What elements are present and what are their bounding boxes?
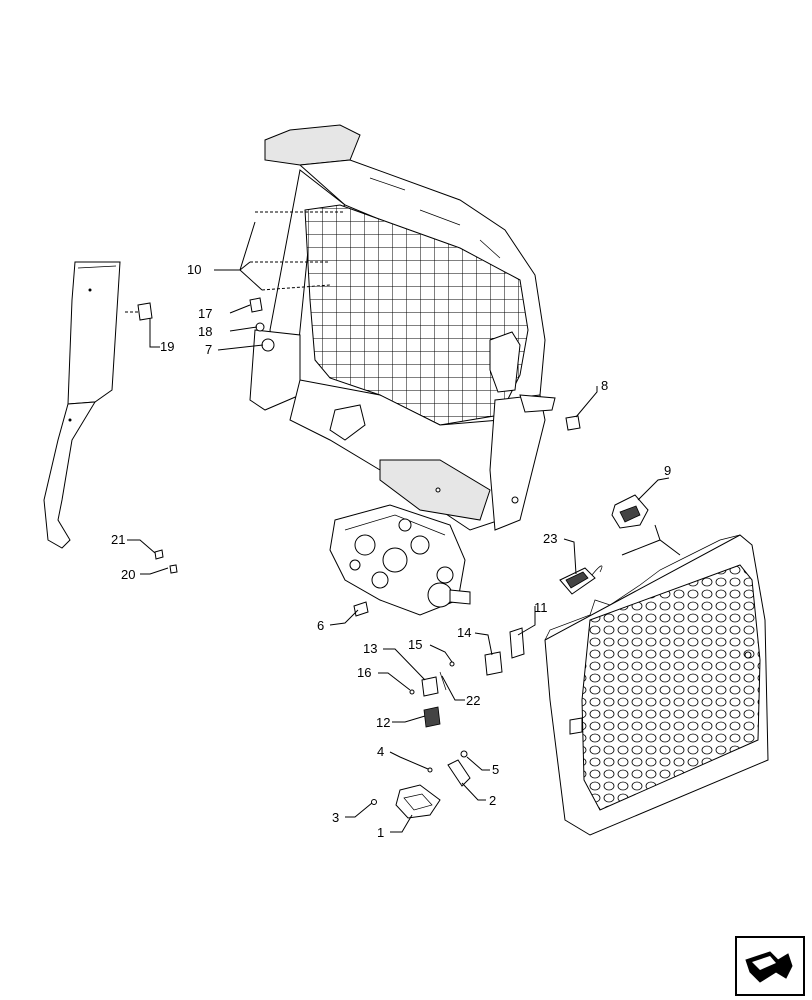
callout-4: 4 [377,744,384,759]
callout-23: 23 [543,531,557,546]
callout-9: 9 [664,463,671,478]
callout-16: 16 [357,665,371,680]
callout-5: 5 [492,762,499,777]
callout-10: 10 [187,262,201,277]
callout-11: 11 [534,600,548,615]
callout-22: 22 [466,693,480,708]
callout-13: 13 [363,641,377,656]
callout-14: 14 [457,625,471,640]
left-side-panel [43,261,121,549]
callout-12: 12 [376,715,390,730]
leader-lines [127,211,681,833]
small-fittings [125,297,581,819]
next-page-arrow-icon[interactable] [735,936,805,996]
callout-7: 7 [205,342,212,357]
callout-21: 21 [111,532,125,547]
callout-1: 1 [377,825,384,840]
callout-2: 2 [489,793,496,808]
callout-8: 8 [601,378,608,393]
hydraulic-pump-assembly [329,504,471,616]
cab-frame-assembly [249,124,556,531]
callout-15: 15 [408,637,422,652]
callout-18: 18 [198,324,212,339]
callout-20: 20 [121,567,135,582]
callout-3: 3 [332,810,339,825]
front-grille-panel [544,494,769,836]
callout-6: 6 [317,618,324,633]
callout-19: 19 [160,339,174,354]
callout-labels: 1 2 3 4 5 6 7 8 9 10 11 12 13 14 15 16 1… [111,262,671,840]
callout-17: 17 [198,306,212,321]
